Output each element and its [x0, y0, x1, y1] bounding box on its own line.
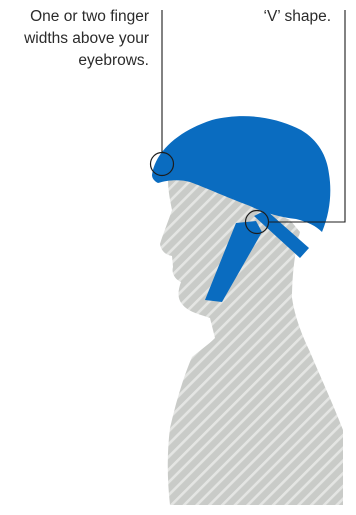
annotation-eyebrows-text: One or two finger widths above your eyeb… [0, 6, 149, 72]
annotation-v-shape-text: ‘V’ shape. [211, 6, 331, 28]
